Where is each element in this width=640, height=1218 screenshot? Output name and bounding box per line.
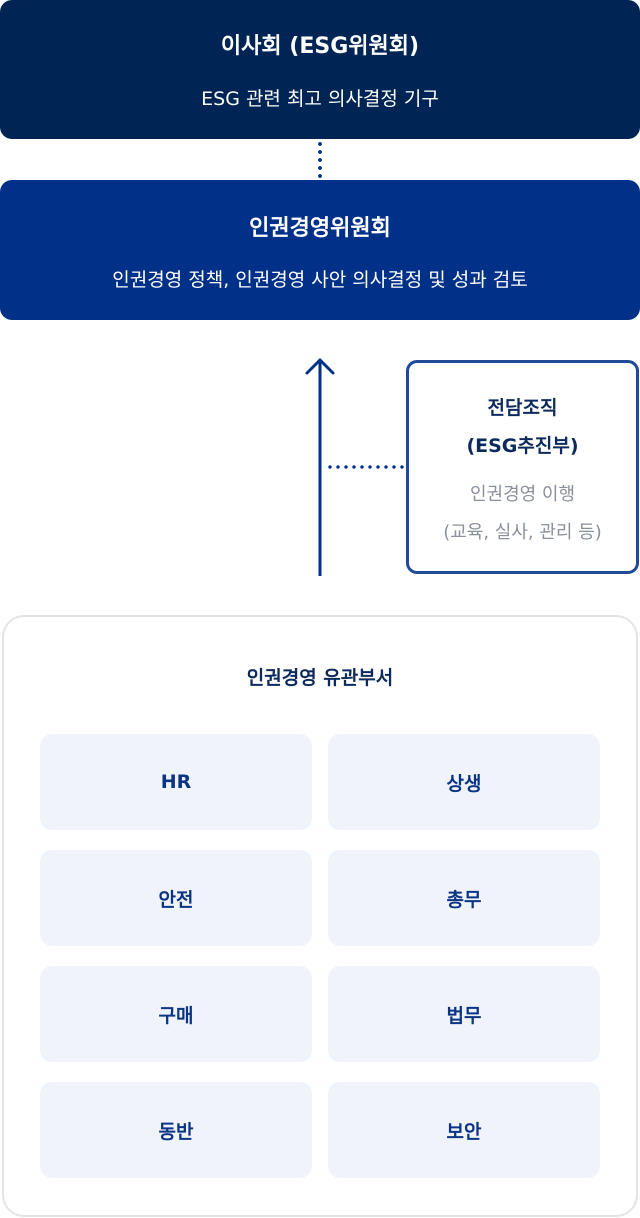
dept-cell-partnership: 동반: [40, 1082, 312, 1178]
dedicated-org-desc-detail: (교육, 실사, 관리 등): [443, 522, 602, 543]
dept-cell-sangsaeng: 상생: [328, 734, 600, 830]
dotted-connector-vertical: [318, 140, 322, 180]
dedicated-org-desc: 인권경영 이행: [469, 484, 576, 505]
dedicated-org-box: 전담조직 (ESG추진부) 인권경영 이행 (교육, 실사, 관리 등): [406, 360, 639, 574]
board-title: 이사회 (ESG위원회): [220, 34, 420, 59]
committee-box: 인권경영위원회 인권경영 정책, 인권경영 사안 의사결정 및 성과 검토: [0, 180, 640, 320]
board-subtitle: ESG 관련 최고 의사결정 기구: [201, 88, 439, 110]
dedicated-org-title: 전담조직: [487, 397, 558, 419]
committee-title: 인권경영위원회: [249, 216, 391, 241]
departments-panel: 인권경영 유관부서 HR 상생 안전 총무 구매 법무 동반 보안: [2, 615, 638, 1217]
dept-cell-hr: HR: [40, 734, 312, 830]
board-box: 이사회 (ESG위원회) ESG 관련 최고 의사결정 기구: [0, 0, 640, 139]
dept-cell-legal: 법무: [328, 966, 600, 1062]
departments-title: 인권경영 유관부서: [246, 667, 394, 689]
dept-cell-general-affairs: 총무: [328, 850, 600, 946]
committee-subtitle: 인권경영 정책, 인권경영 사안 의사결정 및 성과 검토: [112, 269, 528, 291]
dept-cell-safety: 안전: [40, 850, 312, 946]
arrow-up-icon: [305, 358, 335, 576]
dedicated-org-subtitle: (ESG추진부): [466, 435, 579, 457]
dotted-connector-horizontal: [326, 465, 408, 469]
dept-cell-security: 보안: [328, 1082, 600, 1178]
dept-cell-purchasing: 구매: [40, 966, 312, 1062]
